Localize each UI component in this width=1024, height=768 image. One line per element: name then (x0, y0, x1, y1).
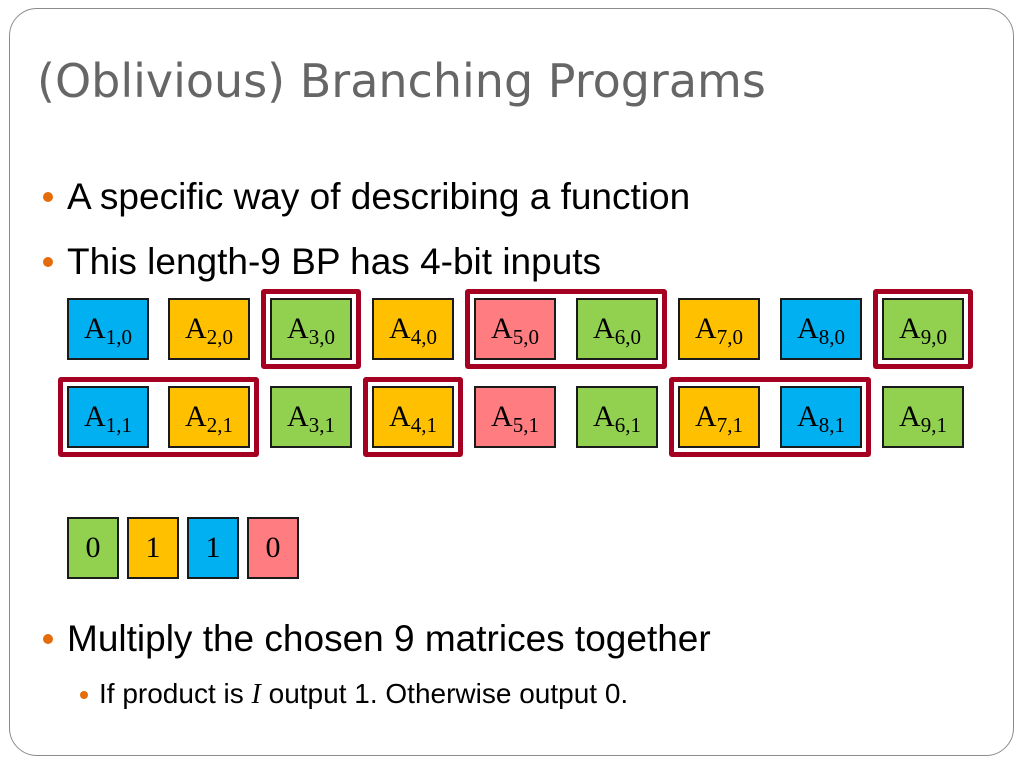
matrix-letter: A (491, 312, 513, 345)
slide-title: (Oblivious) Branching Programs (37, 54, 766, 108)
matrix-letter: A (593, 312, 615, 345)
matrix-letter: A (389, 400, 411, 433)
matrix-letter: A (899, 400, 921, 433)
bullet-describing-function: A specific way of describing a function (43, 176, 691, 217)
matrix-letter: A (84, 312, 106, 345)
bullet-dot-icon (43, 257, 53, 267)
bullet-dot-icon (80, 691, 88, 699)
matrix-letter: A (287, 400, 309, 433)
input-bit-2: 1 (127, 517, 179, 579)
sub-bullet-text-after: output 1. Otherwise output 0. (260, 678, 629, 709)
matrix-letter: A (593, 400, 615, 433)
input-bit-4: 0 (247, 517, 299, 579)
slide-frame (9, 8, 1014, 756)
matrix-letter: A (695, 312, 717, 345)
input-bit-1: 0 (67, 517, 119, 579)
matrix-letter: A (797, 400, 819, 433)
bullet-text: A specific way of describing a function (67, 176, 691, 217)
matrix-letter: A (389, 312, 411, 345)
bullet-text: Multiply the chosen 9 matrices together (67, 618, 711, 659)
matrix-letter: A (84, 400, 106, 433)
matrix-letter: A (899, 312, 921, 345)
bullet-dot-icon (43, 192, 53, 202)
matrix-letter: A (185, 400, 207, 433)
bullet-dot-icon (43, 634, 53, 644)
matrix-letter: A (287, 312, 309, 345)
matrix-letter: A (797, 312, 819, 345)
matrix-letter: A (695, 400, 717, 433)
bullet-multiply: Multiply the chosen 9 matrices together (43, 618, 711, 659)
identity-variable: I (251, 679, 261, 710)
matrix-letter: A (491, 400, 513, 433)
bullet-text: This length-9 BP has 4-bit inputs (67, 241, 602, 282)
bullet-bp-length: This length-9 BP has 4-bit inputs (43, 241, 602, 282)
input-bit-3: 1 (187, 517, 239, 579)
sub-bullet-output: If product is I output 1. Otherwise outp… (80, 678, 629, 710)
sub-bullet-text-before: If product is (99, 678, 252, 709)
matrix-letter: A (185, 312, 207, 345)
